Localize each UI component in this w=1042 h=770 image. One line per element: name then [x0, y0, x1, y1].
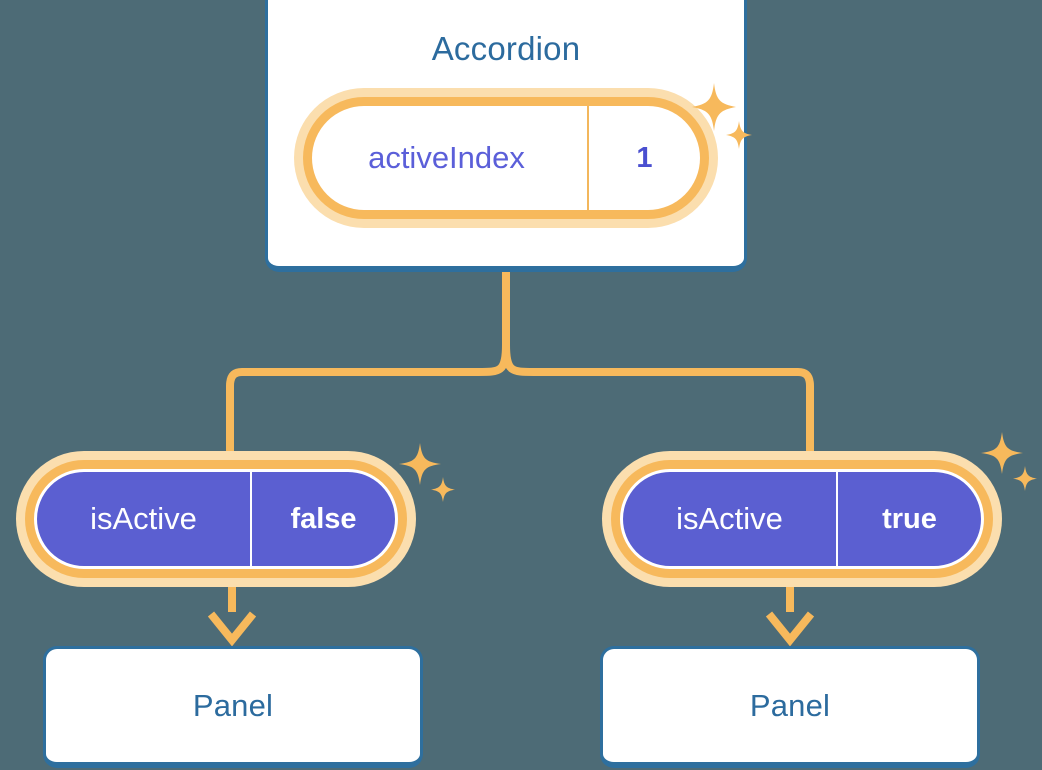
state-value: 1: [587, 106, 700, 210]
arrow-down-icon: [765, 611, 815, 647]
state-pill-active-index[interactable]: activeIndex 1: [303, 97, 709, 219]
state-key: activeIndex: [368, 140, 525, 175]
state-pill-inner: isActive false: [34, 469, 398, 569]
state-pill-is-active-left[interactable]: isActive false: [25, 460, 407, 578]
state-pill-inner: isActive true: [620, 469, 984, 569]
sparkle-icon: [398, 443, 456, 507]
state-pill-is-active-right[interactable]: isActive true: [611, 460, 993, 578]
panel-title: Panel: [192, 687, 274, 723]
state-value: true: [836, 472, 981, 566]
sparkle-icon: [980, 432, 1038, 496]
state-key: isActive: [676, 501, 783, 536]
panel-title: Panel: [749, 687, 831, 723]
arrow-down-icon: [207, 611, 257, 647]
state-pill-inner: activeIndex 1: [312, 106, 700, 210]
accordion-title: Accordion: [431, 30, 581, 67]
panel-node-left[interactable]: Panel: [43, 646, 423, 768]
panel-node-right[interactable]: Panel: [600, 646, 980, 768]
state-key: isActive: [90, 501, 197, 536]
state-value: false: [250, 472, 395, 566]
